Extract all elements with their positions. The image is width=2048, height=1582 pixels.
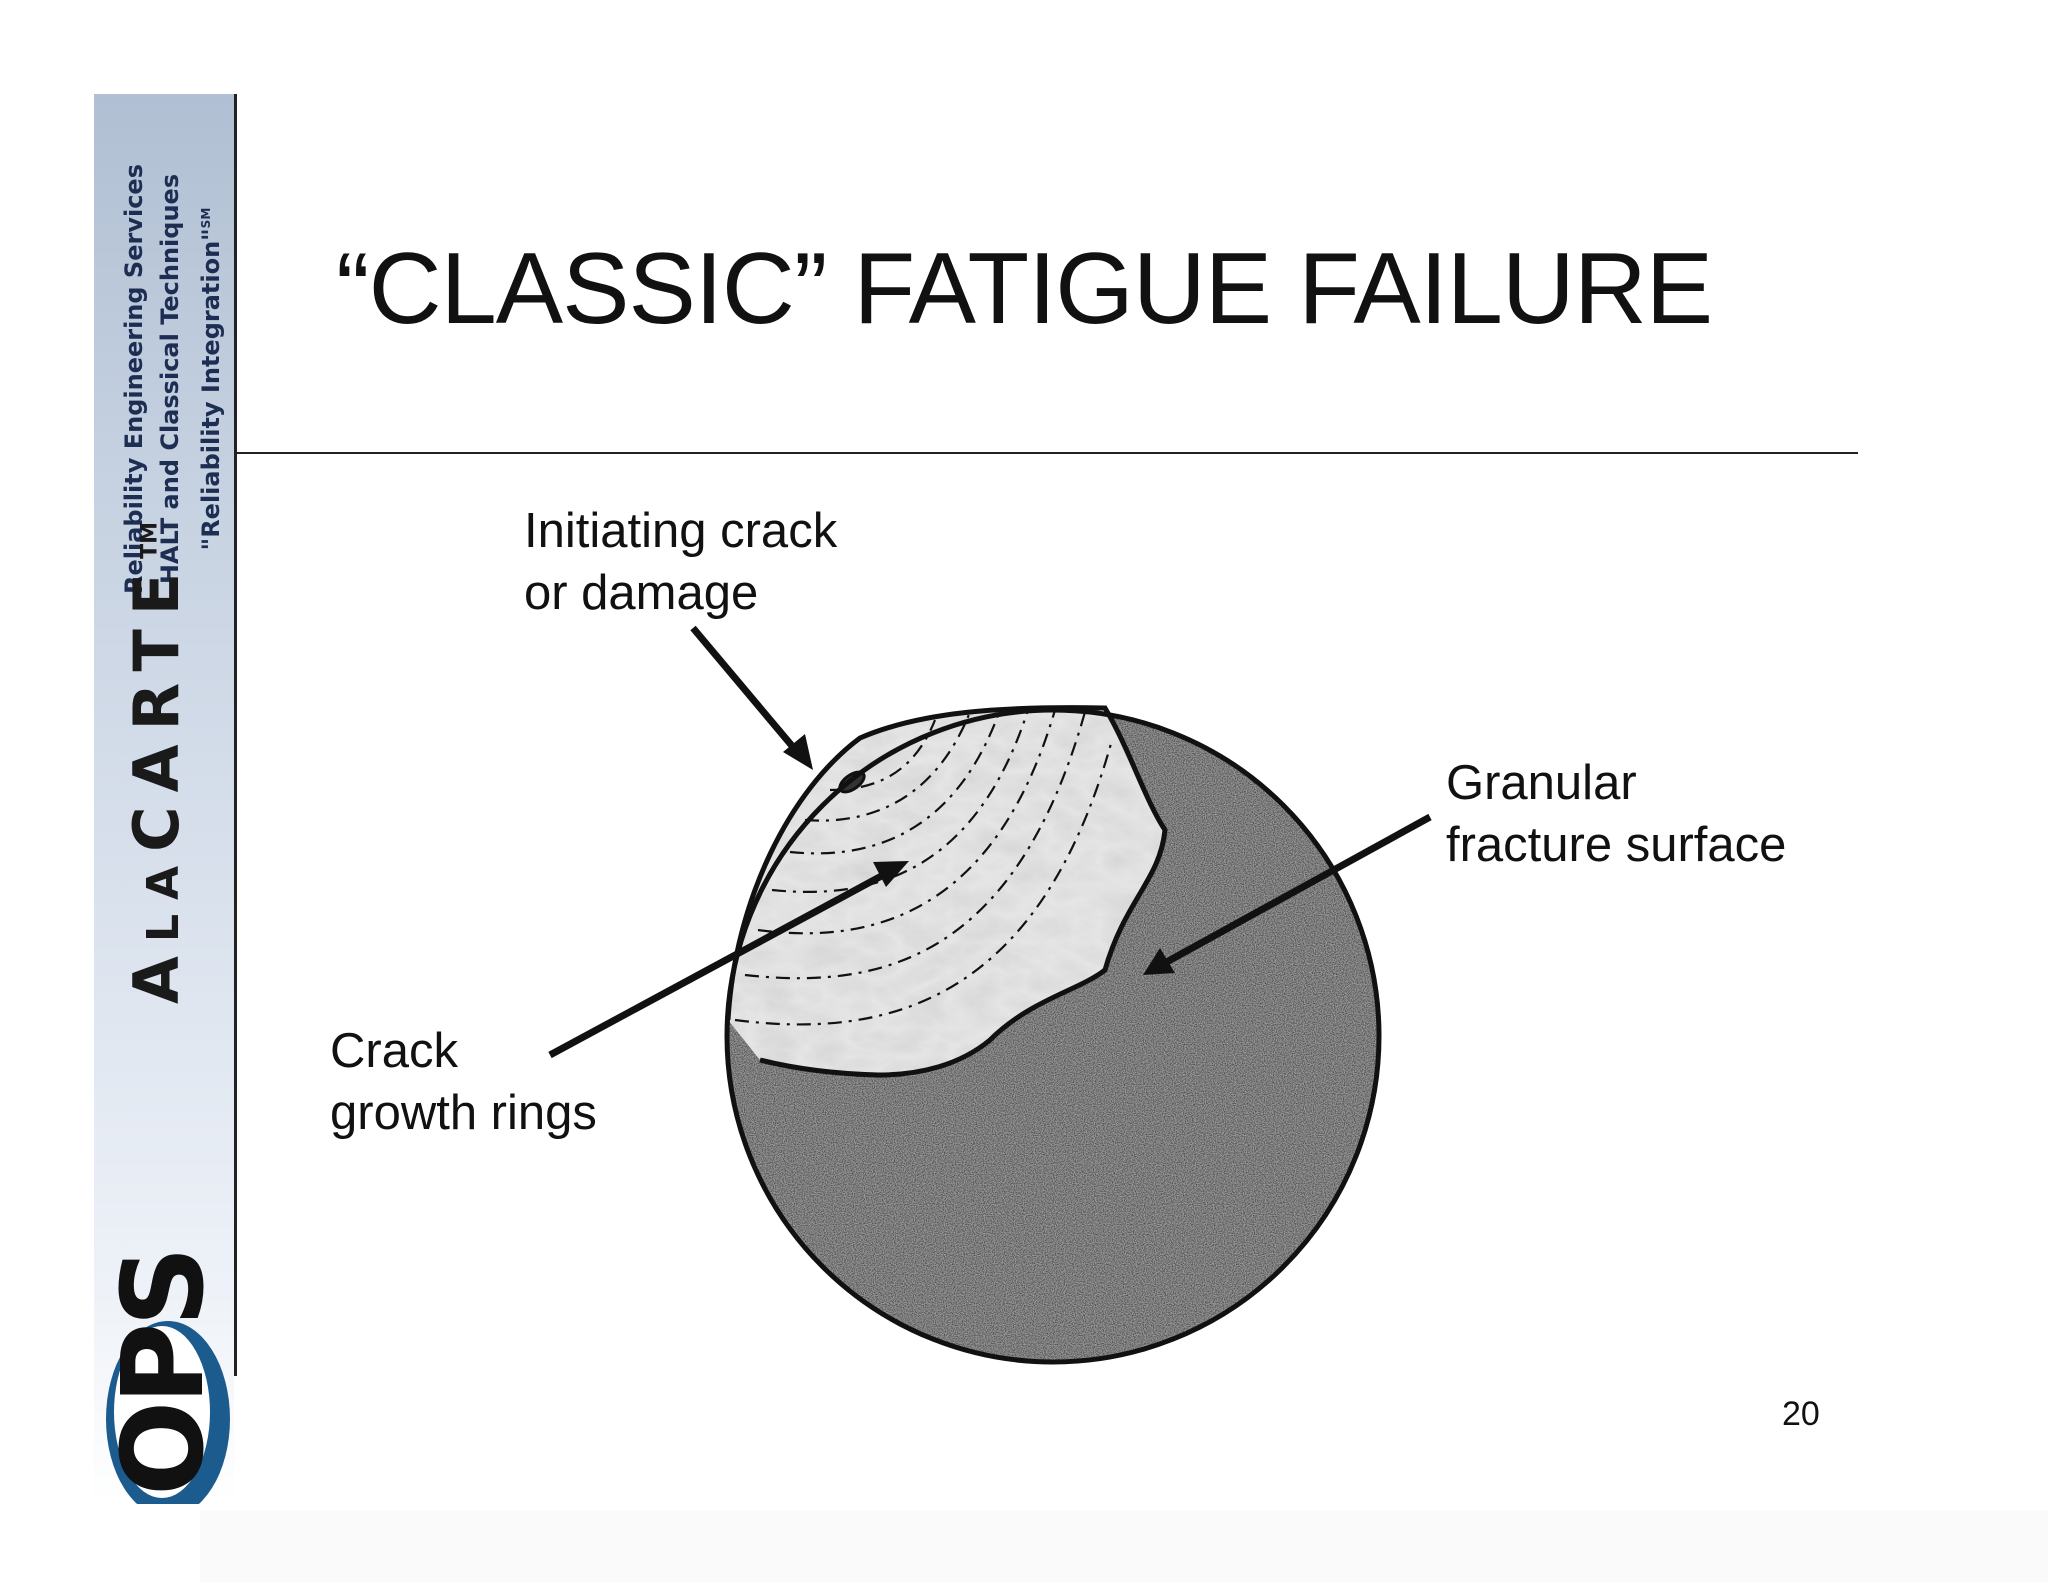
ops-logo-swoosh-icon (106, 1321, 230, 1504)
label-crack-growth-rings: Crack growth rings (330, 1024, 597, 1140)
specimen-outline (724, 707, 1382, 1365)
slide-title: “CLASSIC” FATIGUE FAILURE (336, 233, 1713, 345)
arrow-granular (1143, 813, 1432, 975)
footer-band (200, 1510, 2048, 1582)
label-granular-surface: Granular fracture surface (1446, 756, 1787, 872)
sidebar-banner: Reliability Engineering Services HALT an… (94, 94, 234, 1504)
growth-rings (734, 709, 1114, 1026)
arrow-growth-rings (548, 861, 909, 1059)
sidebar-rotated-text: Reliability Engineering Services HALT an… (94, 94, 234, 1504)
page-number: 20 (1782, 1395, 1820, 1433)
arrow-initiating (690, 625, 813, 770)
sidebar-divider (234, 94, 237, 1376)
label-initiating-crack: Initiating crack or damage (524, 504, 838, 620)
title-divider (236, 452, 1858, 454)
